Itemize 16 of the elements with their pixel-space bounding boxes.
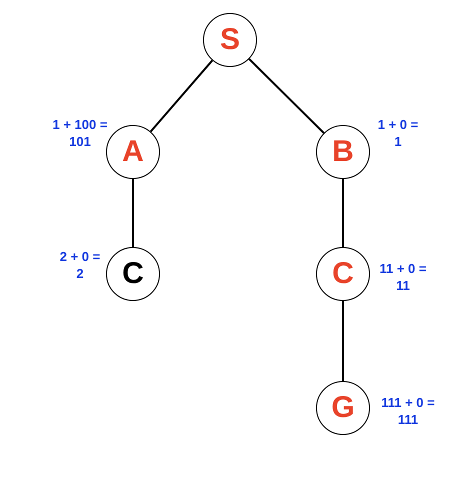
tree-edge <box>150 60 214 132</box>
cost-label: 1 + 100 = 101 <box>52 116 108 150</box>
node-letter: S <box>220 25 240 55</box>
tree-edge <box>248 58 325 134</box>
tree-edge <box>342 179 344 247</box>
cost-label: 111 + 0 = 111 <box>380 394 436 428</box>
tree-edge <box>342 301 344 381</box>
node-letter: C <box>332 259 354 289</box>
cost-label: 2 + 0 = 2 <box>58 248 102 282</box>
node-letter: B <box>332 137 354 167</box>
tree-edge <box>132 179 134 247</box>
node-letter: C <box>122 259 144 289</box>
cost-label: 1 + 0 = 1 <box>376 116 420 150</box>
node-letter: A <box>122 137 144 167</box>
cost-label: 11 + 0 = 11 <box>378 260 428 294</box>
node-letter: G <box>331 393 355 423</box>
